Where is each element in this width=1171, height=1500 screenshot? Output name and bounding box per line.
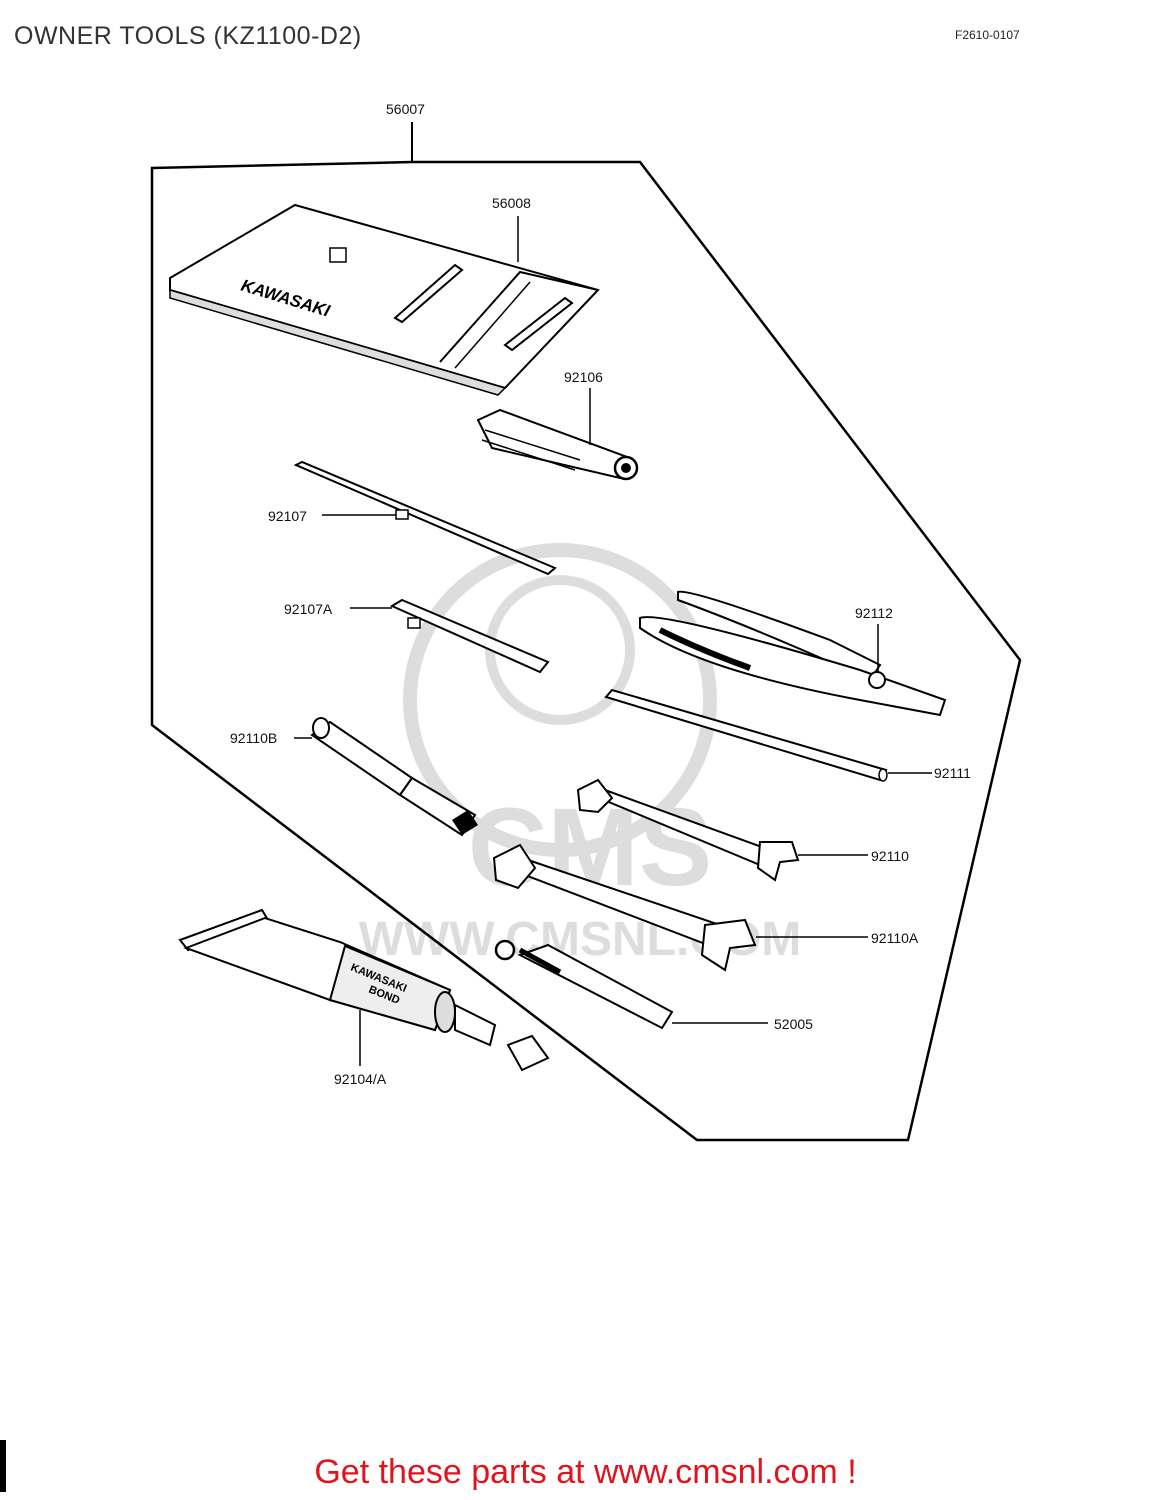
callout-92107: 92107 <box>268 508 307 524</box>
callout-92110A: 92110A <box>871 930 919 946</box>
wrench-large <box>492 843 757 972</box>
callout-56008: 56008 <box>492 195 531 211</box>
tool-bag: KAWASAKI <box>169 203 600 396</box>
scan-edge-mark <box>0 1440 6 1492</box>
callout-92110: 92110 <box>871 848 909 864</box>
socket-handle <box>476 408 639 481</box>
callout-92107A: 92107A <box>284 601 333 617</box>
screwdriver <box>293 460 557 576</box>
figure-code: F2610-0107 <box>955 28 1020 42</box>
bond-tube: KAWASAKI BOND <box>178 908 550 1072</box>
wrench-small <box>576 778 800 882</box>
tool-kit-outline <box>150 160 1022 1142</box>
callout-92110B: 92110B <box>230 730 277 746</box>
page-title: OWNER TOOLS (KZ1100-D2) <box>14 22 362 50</box>
extension-bar <box>494 939 674 1030</box>
parts-link[interactable]: Get these parts at www.cmsnl.com ! <box>314 1453 857 1491</box>
pliers <box>639 590 947 717</box>
callout-92112: 92112 <box>855 605 893 621</box>
tommy-bar <box>604 688 888 782</box>
callout-52005: 52005 <box>774 1016 813 1032</box>
callout-92106: 92106 <box>564 369 603 385</box>
spark-plug-wrench <box>310 717 478 837</box>
callout-56007: 56007 <box>386 101 425 117</box>
callout-92104A: 92104/A <box>334 1071 387 1087</box>
callout-92111: 92111 <box>934 765 971 781</box>
screwdriver-bit <box>389 598 550 674</box>
